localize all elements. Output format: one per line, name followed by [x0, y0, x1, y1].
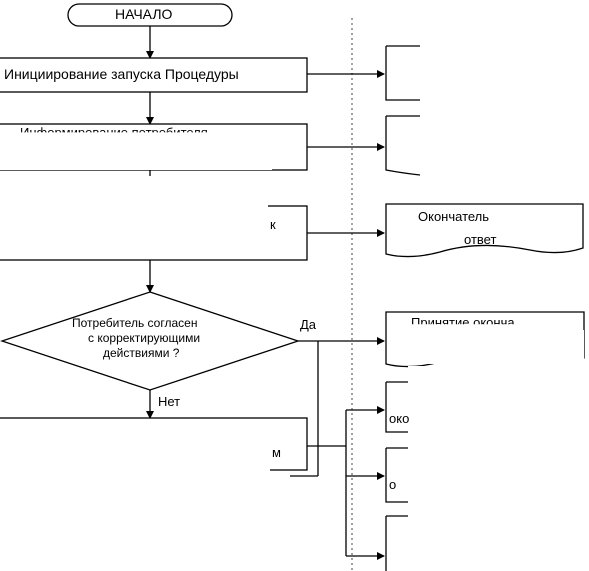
occlusion-step3-bottom [0, 251, 268, 259]
yes-label: Да [300, 317, 317, 332]
step5-label-partial: м [272, 445, 281, 460]
step3-label-partial: к [270, 217, 276, 232]
step1-label: Инициирование запуска Процедуры [4, 66, 239, 82]
occlusion-lower-docs [408, 366, 589, 571]
document-1 [385, 45, 420, 101]
decision-line2: с корректирующими [88, 331, 201, 345]
document-2 [385, 115, 421, 176]
step2-label-partial: Информирование потребителя [20, 126, 208, 132]
occlusion-step2 [0, 136, 272, 170]
doc4-label-partial: Принятие оконча [411, 315, 515, 330]
process-initiate-procedure [0, 57, 308, 93]
occlusion-doc3 [518, 206, 582, 224]
occlusion-doc1 [421, 40, 589, 108]
occlusion-doc4 [398, 330, 584, 364]
doc5-label-partial: око [389, 411, 410, 426]
doc6-label-partial: о [389, 477, 397, 492]
decision-line1: Потребитель согласен [72, 316, 198, 330]
start-label: НАЧАЛО [115, 6, 173, 22]
occlusion-step3 [0, 176, 268, 236]
decision-line3: действиями ? [103, 346, 180, 360]
no-label: Нет [158, 394, 181, 409]
occlusion-doc2 [421, 110, 589, 182]
occlusion-step5 [0, 420, 270, 472]
doc3-line2: ответ [464, 232, 497, 247]
doc3-line1: Окончатель [418, 209, 490, 224]
